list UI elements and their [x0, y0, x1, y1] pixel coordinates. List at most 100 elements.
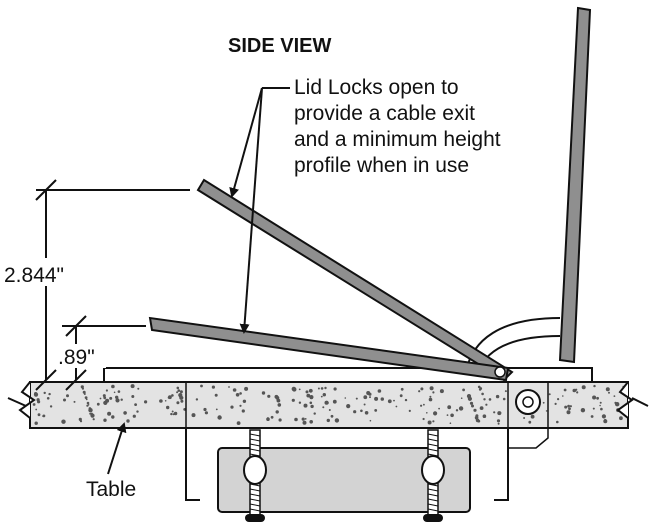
speckle-dot: [276, 398, 281, 403]
speckle-dot: [477, 385, 481, 389]
right-foot: [423, 514, 443, 522]
speckle-dot: [380, 397, 384, 401]
speckle-dot: [467, 396, 472, 401]
speckle-dot: [528, 420, 532, 424]
speckle-dot: [46, 397, 50, 400]
speckle-dot: [270, 415, 274, 419]
speckle-dot: [144, 400, 148, 404]
speckle-dot: [275, 410, 279, 414]
speckle-dot: [366, 391, 371, 395]
speckle-dot: [428, 397, 433, 402]
speckle-dot: [346, 404, 351, 409]
speckle-dot: [502, 397, 506, 401]
speckle-dot: [408, 409, 411, 412]
callout-line-2: provide a cable exit: [294, 102, 475, 125]
callout-line-3: and a minimum height: [294, 128, 501, 151]
speckle-dot: [115, 398, 120, 403]
left-foot: [245, 514, 265, 522]
speckle-dot: [475, 418, 480, 423]
speckle-dot: [236, 421, 241, 425]
table-arrow: [107, 422, 127, 475]
speckle-dot: [88, 408, 93, 413]
speckle-dot: [572, 388, 577, 393]
speckle-dot: [542, 401, 545, 404]
speckle-dot: [545, 410, 548, 412]
speckle-dot: [167, 396, 171, 399]
speckle-dot: [473, 408, 477, 412]
speckle-dot: [488, 398, 492, 401]
table-speckle-texture: [32, 384, 624, 425]
speckle-dot: [42, 415, 44, 417]
speckle-dot: [317, 387, 320, 390]
speckle-dot: [180, 399, 184, 403]
speckle-dot: [566, 410, 571, 415]
speckle-dot: [179, 395, 184, 400]
speckle-dot: [478, 388, 482, 391]
speckle-dot: [596, 396, 599, 400]
speckle-dot: [320, 387, 324, 390]
speckle-dot: [601, 414, 607, 419]
speckle-dot: [242, 399, 247, 403]
speckle-dot: [426, 412, 428, 414]
speckle-dot: [177, 389, 181, 392]
thread-line: [427, 508, 439, 512]
speckle-dot: [49, 405, 53, 408]
speckle-dot: [90, 413, 95, 418]
speckle-dot: [399, 394, 403, 398]
speckle-dot: [82, 390, 86, 394]
speckle-dot: [313, 412, 316, 415]
table-label: Table: [86, 478, 136, 501]
speckle-dot: [113, 391, 116, 394]
speckle-dot: [166, 405, 170, 410]
speckle-dot: [134, 403, 138, 406]
speckle-dot: [377, 389, 382, 393]
speckle-dot: [530, 414, 535, 419]
speckle-dot: [387, 399, 392, 404]
speckle-dot: [37, 400, 41, 404]
speckle-dot: [325, 401, 329, 405]
speckle-dot: [615, 402, 620, 407]
thread-line: [249, 433, 261, 437]
speckle-dot: [291, 398, 295, 402]
speckle-dot: [309, 420, 314, 424]
speckle-dot: [111, 415, 115, 419]
speckle-dot: [130, 384, 135, 389]
speckle-dot: [171, 410, 174, 413]
table-cutout-lines: [185, 382, 549, 428]
speckle-dot: [330, 414, 334, 418]
lower-dim-label-bg: [56, 344, 106, 368]
speckle-dot: [96, 402, 100, 406]
speckle-dot: [576, 391, 579, 394]
speckle-dot: [619, 416, 623, 421]
speckle-dot: [496, 419, 501, 423]
speckle-dot: [355, 397, 358, 400]
callout-line-1: Lid Locks open to: [294, 76, 459, 99]
speckle-dot: [455, 409, 459, 412]
speckle-dot: [369, 396, 371, 399]
thread-line: [249, 503, 261, 507]
speckle-dot: [126, 419, 130, 423]
speckle-dot: [485, 403, 488, 406]
speckle-dot: [99, 397, 102, 400]
thread-line: [427, 443, 439, 447]
speckle-dot: [176, 386, 180, 390]
speckle-dot: [43, 391, 46, 395]
lid-lock-lowered: [148, 316, 510, 382]
speckle-dot: [600, 407, 603, 411]
speckle-dot: [432, 391, 435, 394]
speckle-dot: [87, 404, 90, 406]
thread-line: [249, 448, 261, 452]
speckle-dot: [326, 418, 330, 423]
speckle-dot: [567, 404, 570, 408]
speckle-dot: [79, 420, 83, 423]
speckle-dot: [548, 393, 551, 396]
speckle-dot: [277, 403, 282, 407]
speckle-dot: [590, 415, 594, 418]
speckle-dot: [580, 408, 586, 413]
speckle-dot: [493, 411, 496, 414]
speckle-dot: [474, 415, 479, 420]
speckle-dot: [85, 398, 88, 401]
speckle-dot: [495, 394, 500, 399]
speckle-dot: [418, 390, 421, 393]
speckle-dot: [363, 403, 366, 406]
